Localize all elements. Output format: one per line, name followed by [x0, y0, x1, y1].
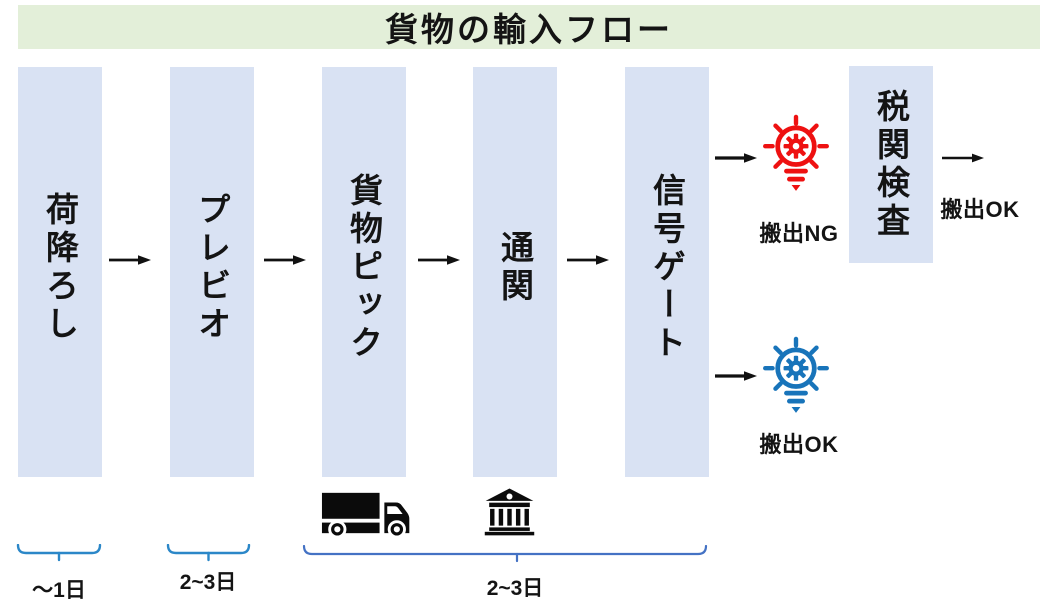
arrow-right-icon — [941, 151, 985, 165]
title-bar: 貨物の輸入フロー — [18, 5, 1040, 49]
stage-label: 貨物ピック — [345, 173, 383, 363]
duration-brace — [166, 544, 251, 562]
duration-brace — [16, 544, 102, 562]
idea-bulb-gear-icon — [757, 336, 835, 418]
stage-customs-inspection: 税関検査 — [849, 66, 933, 263]
stage-label: 税関検査 — [872, 88, 910, 241]
stage-unloading: 荷降ろし — [18, 67, 102, 477]
stage-signal-gate: 信号ゲート — [625, 67, 709, 477]
stage-label: 荷降ろし — [41, 192, 79, 344]
stage-label: 信号ゲート — [648, 173, 686, 363]
stage-label: プレビオ — [193, 192, 231, 344]
duration-label: 2~3日 — [486, 577, 544, 600]
alert-bulb-gear-icon — [757, 114, 835, 196]
stage-label: 通関 — [496, 230, 534, 306]
duration-label: ～1日 — [32, 579, 86, 602]
arrow-right-icon — [566, 253, 610, 267]
carry-out-ok-final-label: 搬出OK — [940, 197, 1020, 222]
arrow-right-icon — [714, 369, 758, 383]
bank-building-icon — [483, 486, 536, 537]
arrow-right-icon — [263, 253, 307, 267]
stage-customs-clearance: 通関 — [473, 67, 557, 477]
stage-previo: プレビオ — [170, 67, 254, 477]
duration-brace — [302, 545, 708, 563]
page-title: 貨物の輸入フロー — [385, 11, 673, 48]
arrow-right-icon — [714, 151, 758, 165]
duration-label: 2~3日 — [179, 571, 237, 594]
arrow-right-icon — [417, 253, 461, 267]
carry-out-ng-label: 搬出NG — [759, 221, 839, 246]
stage-cargo-pick: 貨物ピック — [322, 67, 406, 477]
truck-icon — [321, 489, 417, 537]
carry-out-ok-label: 搬出OK — [759, 432, 839, 457]
arrow-right-icon — [108, 253, 152, 267]
